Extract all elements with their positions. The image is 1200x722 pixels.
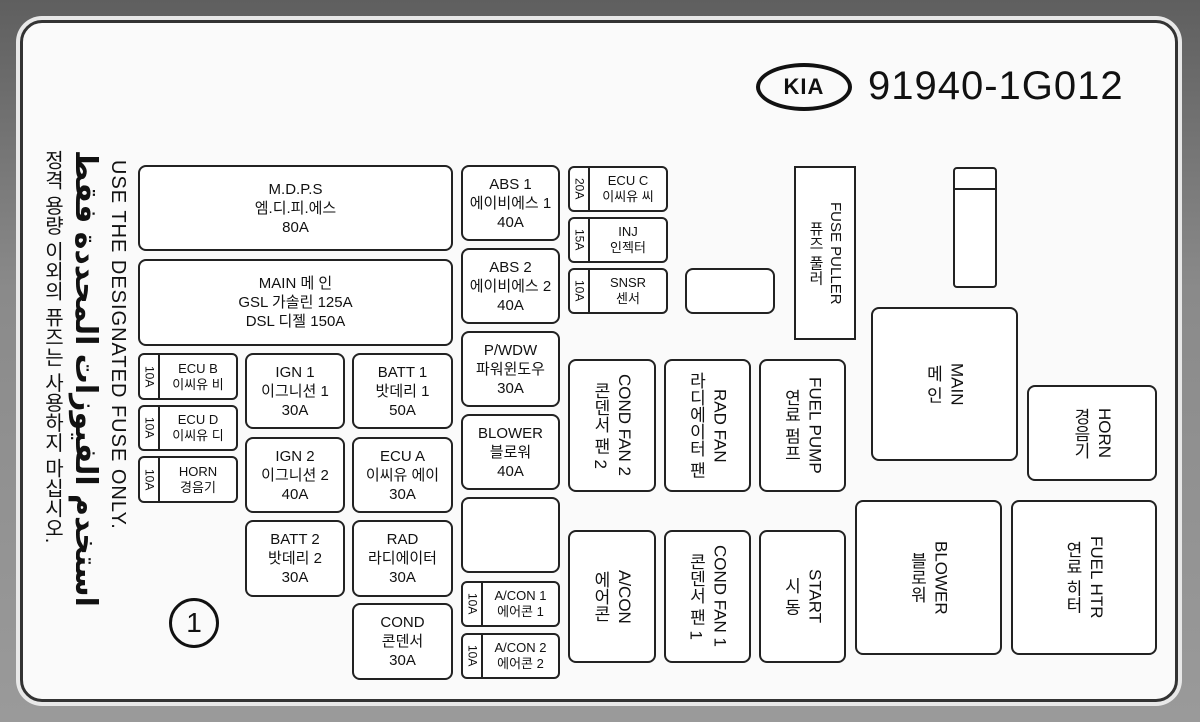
notice-korean: 정격 용량 이외의 퓨즈는 사용하지 마십시오. <box>41 150 63 544</box>
position-marker: 1 <box>169 598 219 648</box>
spare-slot-divider <box>955 188 995 190</box>
notice-english: USE THE DESIGNATED FUSE ONLY. <box>107 160 129 530</box>
empty-slot <box>461 497 560 573</box>
kia-logo: KIA <box>756 63 852 111</box>
notice-arabic: استخدم الفيوزات المحددة فقط <box>69 150 102 607</box>
empty-slot <box>685 268 775 314</box>
spare-slot <box>953 167 997 288</box>
part-number: 91940-1G012 <box>868 64 1124 108</box>
